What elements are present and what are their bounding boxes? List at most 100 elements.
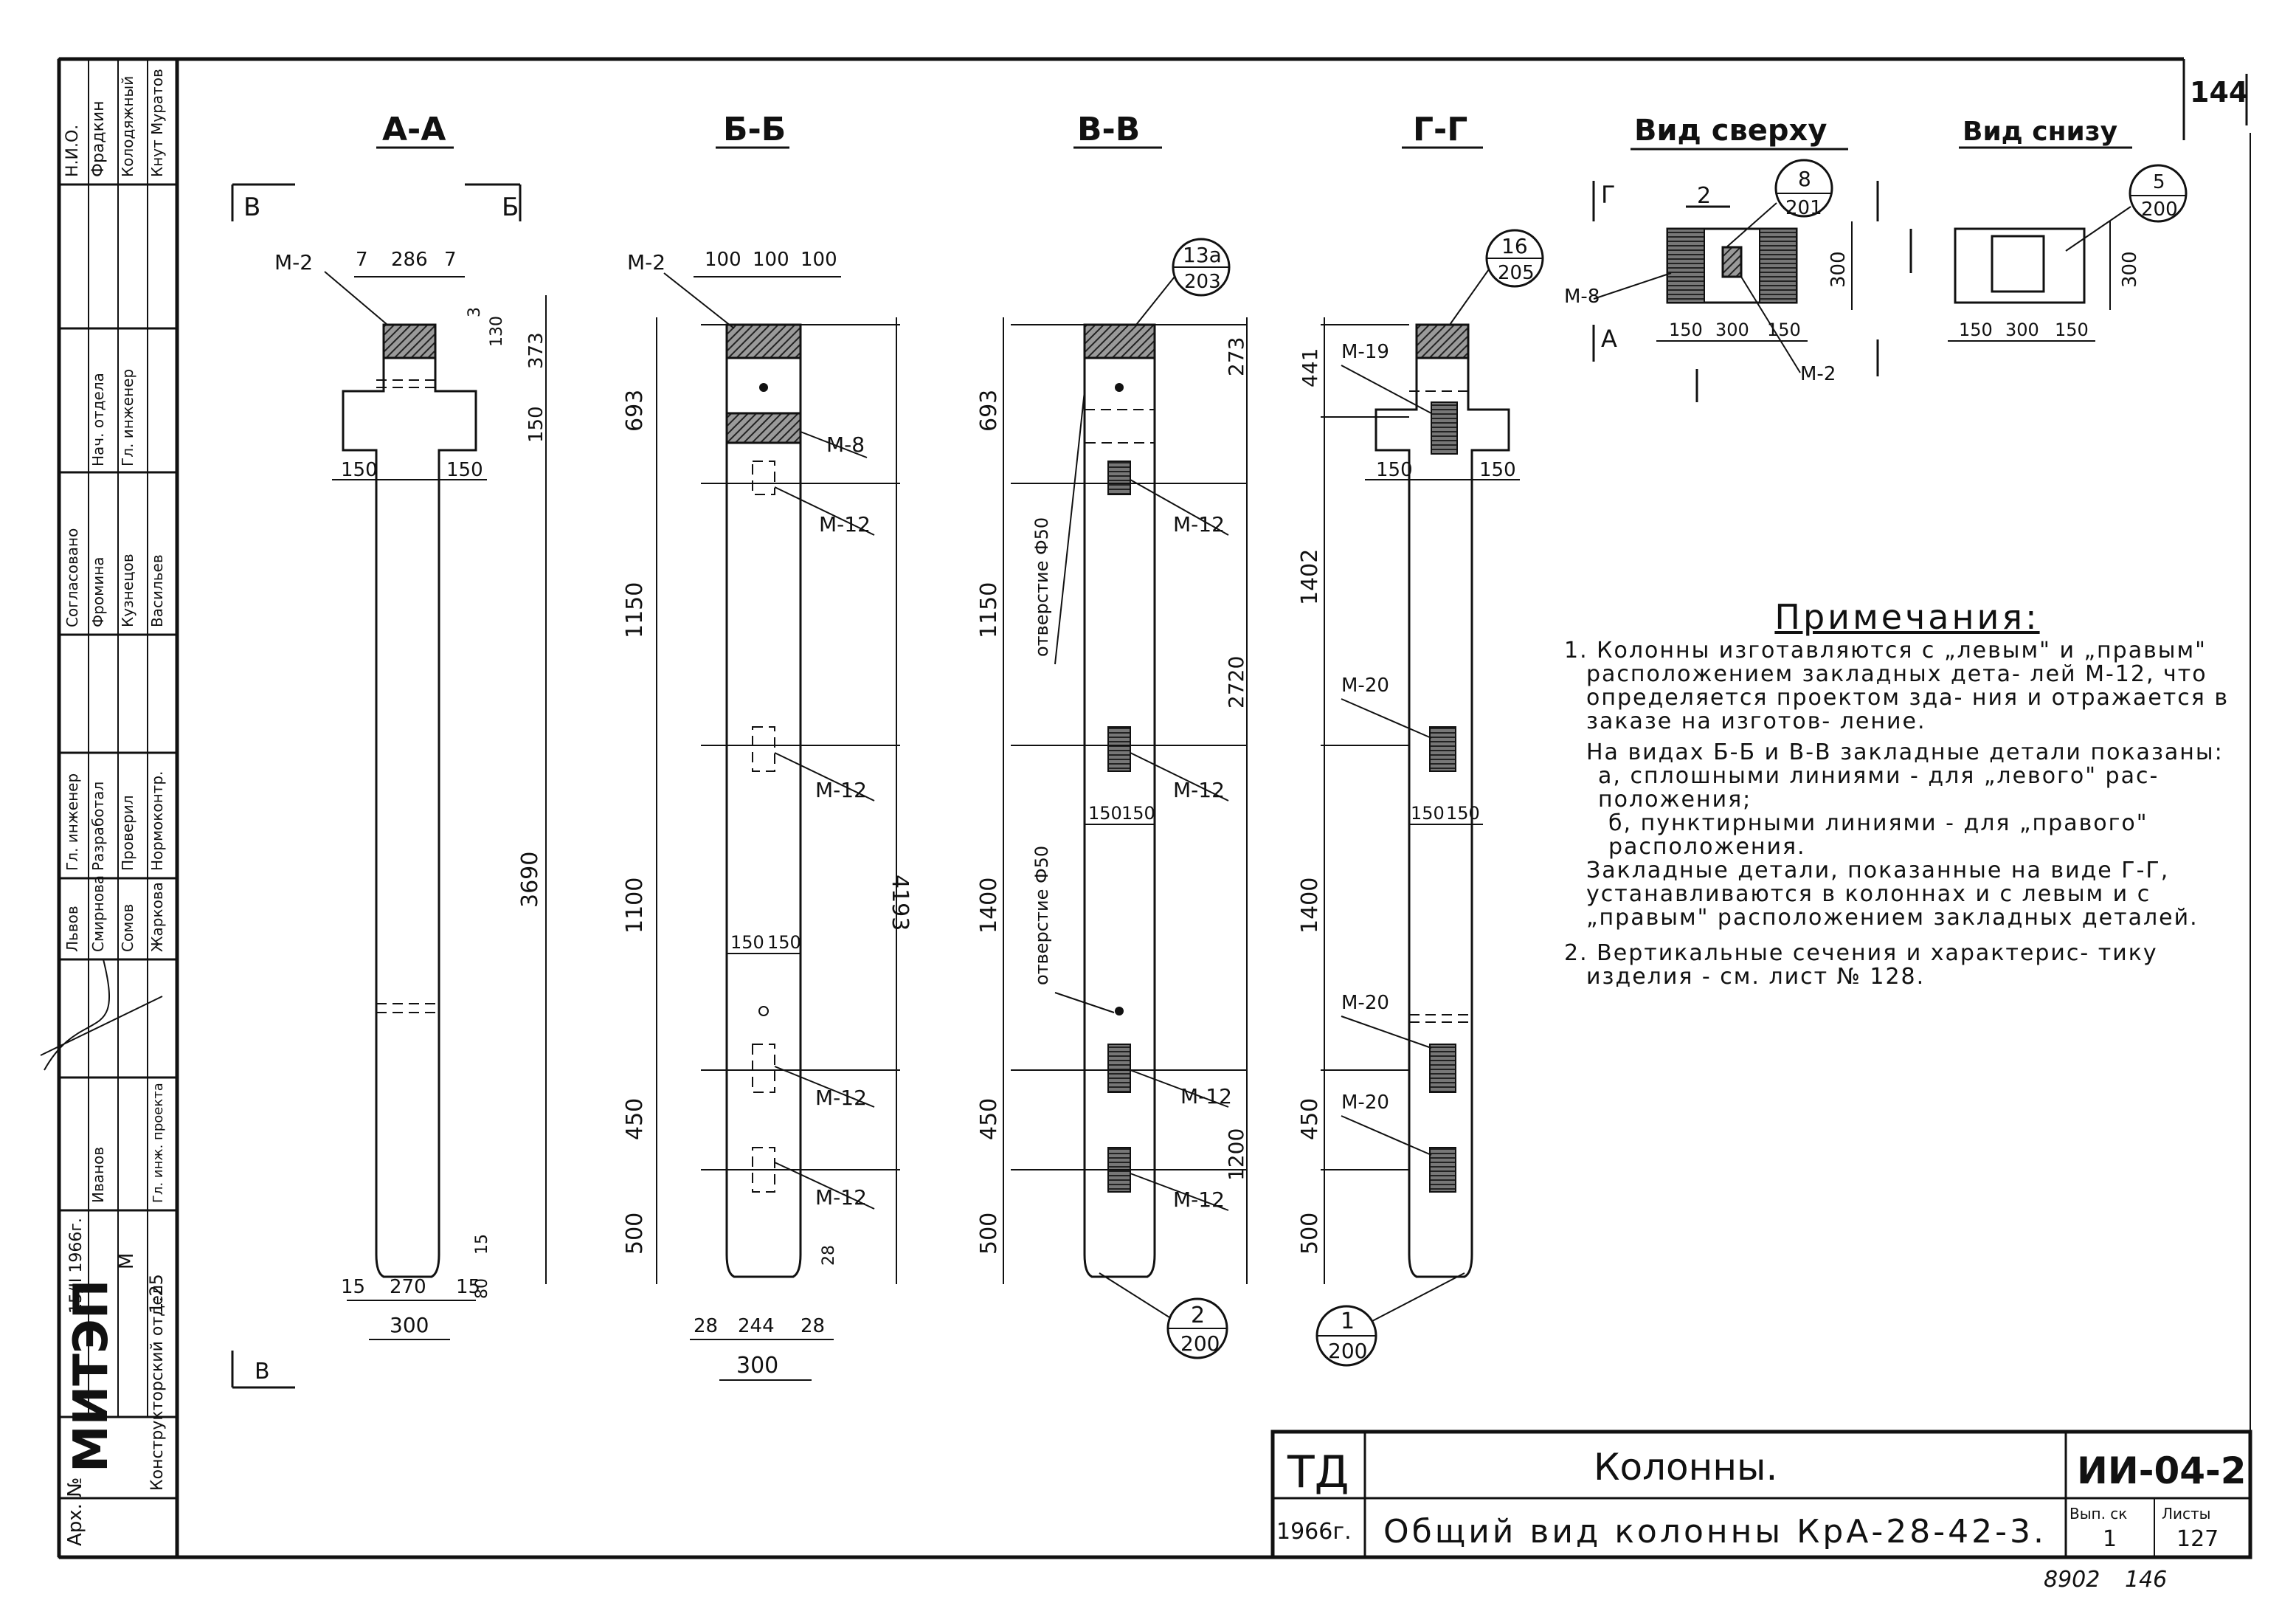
note-1c: а, сплошными линиями - для „левого" рас-… <box>1598 763 2160 813</box>
g-callout-top-num: 16 <box>1501 234 1528 258</box>
g-callout-bottom-num: 1 <box>1341 1308 1355 1334</box>
g-mark-m20-1: М-20 <box>1341 675 1389 697</box>
signature-scribble <box>40 959 163 1071</box>
g-left-dim-1: 441 <box>1298 348 1322 387</box>
g-left-dim-5: 500 <box>1297 1213 1323 1255</box>
b-left-dim-1: 693 <box>622 390 648 432</box>
b-bottom-dim-3: 28 <box>801 1315 825 1337</box>
top-view: Вид сверху 8 201 2 Г А М-8 М-2 150 300 1… <box>1564 114 1912 402</box>
stamp-row-0-role: Н.И.О. <box>63 125 82 177</box>
b-inner-dim-1: 150 <box>730 932 764 953</box>
height-dim: 3690 <box>517 852 543 908</box>
v-hole-1: отверстие Ф50 <box>1031 517 1052 657</box>
stamp-scale-label: М <box>116 1253 138 1269</box>
top-cut-g: Г <box>1601 181 1616 209</box>
stamp-dept: Конструкторский отдел <box>148 1285 167 1491</box>
stamp-date: 15/II 1966г. <box>67 1218 86 1314</box>
stamp-row-4-name: Васильев <box>148 554 166 627</box>
notes-block: Примечания: 1. Колонны изготавляются с „… <box>1564 600 2250 996</box>
v-callout-bottom-num: 2 <box>1191 1303 1205 1328</box>
stamp-org: МИТЭП <box>64 1280 119 1472</box>
title-doc-code: ИИ-04-2 <box>2077 1449 2247 1492</box>
stamp-row-4: Гл. инженер <box>119 369 136 466</box>
note-2: 2. Вертикальные сечения и характерис- ти… <box>1564 940 2158 990</box>
bottom-dim-3: 15 <box>456 1276 480 1298</box>
top-callout-sheet: 201 <box>1785 197 1822 219</box>
section-b: Б-Б М-2 100 100 100 693 1150 1100 450 50… <box>622 111 913 1381</box>
section-g: Г-Г 16 205 441 1402 1400 450 500 150 150… <box>1297 111 1544 1367</box>
cut-arrow-left: В <box>243 193 260 222</box>
v-callout-top-num: 13а <box>1183 243 1222 267</box>
top-dim-2: 286 <box>391 249 428 271</box>
v-right-dim-2: 2720 <box>1224 656 1248 708</box>
embedded-plate-m20-3 <box>1429 1147 1456 1193</box>
v-inner-dim-1: 150 <box>1088 803 1122 824</box>
top-view-label: Вид сверху <box>1634 114 1827 148</box>
section-b-label: Б-Б <box>723 111 786 148</box>
title-issue-label: Вып. ск <box>2069 1505 2127 1523</box>
bottom-number-left: 8902 <box>2044 1567 2100 1593</box>
stamp-row-7: Разработал <box>89 782 107 871</box>
side-dim-top-small: 3 <box>466 307 484 317</box>
note-1d: б, пунктирными линиями - для „правого" р… <box>1608 810 2148 860</box>
stamp-row-1: Колодяжный <box>119 76 136 177</box>
title-main: Колонны. <box>1594 1446 1777 1489</box>
v-mark-1: М-12 <box>1173 512 1225 537</box>
g-left-dim-4: 450 <box>1297 1098 1323 1140</box>
title-subtitle: Общий вид колонны КрА-28-42-3. <box>1383 1513 2047 1551</box>
b-left-dim-4: 450 <box>622 1098 648 1140</box>
bottom-dim-1: 150 <box>1959 320 1993 340</box>
bottom-view: Вид снизу 5 200 150 300 150 300 <box>1948 117 2188 342</box>
stamp-scale: 1:25 <box>146 1274 167 1314</box>
side-dim-right-2: 150 <box>525 406 547 443</box>
stamp-row-5-name: Фромина <box>89 556 107 627</box>
title-year: 1966г. <box>1276 1519 1352 1545</box>
v-left-dim-3: 1400 <box>976 877 1002 934</box>
section-a: А-А В Б В М-2 7 286 7 373 150 130 3 150 … <box>231 111 547 1389</box>
section-v: В-В 13а 203 693 1150 1400 450 500 273 27… <box>976 111 1248 1359</box>
stamp-row-10: Гл. инж. проекта <box>151 1083 166 1203</box>
g-inner-dim-1: 150 <box>1411 803 1445 824</box>
top-callout-num: 8 <box>1798 167 1811 191</box>
g-callout-bottom-sheet: 200 <box>1328 1339 1367 1363</box>
b-mark-m12-2: М-12 <box>815 778 867 802</box>
stamp-row-6: Гл. инженер <box>63 773 81 871</box>
v-callout-top-sheet: 203 <box>1184 271 1221 293</box>
v-left-dim-4: 450 <box>976 1098 1002 1140</box>
embedded-plate-m2 <box>382 323 437 359</box>
b-total-width: 300 <box>736 1353 778 1379</box>
top-dim-3: 7 <box>444 249 457 271</box>
bottom-number-right: 146 <box>2125 1567 2167 1593</box>
top-mark-m2: М-2 <box>1800 363 1836 385</box>
stamp-row-6-name: Львов <box>63 906 81 952</box>
mark-m2: М-2 <box>274 250 313 275</box>
g-mark-m20-2: М-20 <box>1341 992 1389 1014</box>
stamp-row-3-name: Кузнецов <box>119 554 136 627</box>
b-bottom-dim-1: 28 <box>694 1315 718 1337</box>
g-mark-m19: М-19 <box>1341 341 1389 363</box>
cut-arrow-right: Б <box>502 193 519 222</box>
stamp-row-10-name: Иванов <box>89 1147 107 1203</box>
b-left-dim-3: 1100 <box>622 877 648 934</box>
b-top-dim-1: 100 <box>705 249 741 271</box>
b-bottom-right: 28 <box>820 1245 838 1266</box>
top-dim-1: 150 <box>1669 320 1703 340</box>
bottom-dim-2: 300 <box>2005 320 2039 340</box>
embedded-plate-m12-v3 <box>1107 1044 1131 1093</box>
note-1b: На видах Б-Б и В-В закладные детали пока… <box>1586 739 2224 765</box>
stamp-row-9: Нормоконтр. <box>148 771 166 871</box>
v-hole-2: отверстие Ф50 <box>1031 846 1052 985</box>
title-sheet: 127 <box>2176 1526 2219 1552</box>
g-mark-m20-3: М-20 <box>1341 1092 1389 1114</box>
b-left-dim-5: 500 <box>622 1213 648 1255</box>
bottom-right-dim-2: 80 <box>473 1278 491 1299</box>
stamp-arch: Арх. № <box>64 1477 86 1546</box>
side-dim-right: 373 <box>525 332 547 369</box>
title-block: ТД 1966г. Колонны. Общий вид колонны КрА… <box>1270 1430 2252 1593</box>
section-g-label: Г-Г <box>1413 111 1467 148</box>
embedded-plate-m12-v1 <box>1107 461 1131 495</box>
approval-stamp: Фрадкин Колодяжный Кнут Муратов Н.И.О. Н… <box>40 58 179 1559</box>
bottom-height: 300 <box>2119 251 2141 288</box>
top-dim-1: 7 <box>356 249 368 271</box>
